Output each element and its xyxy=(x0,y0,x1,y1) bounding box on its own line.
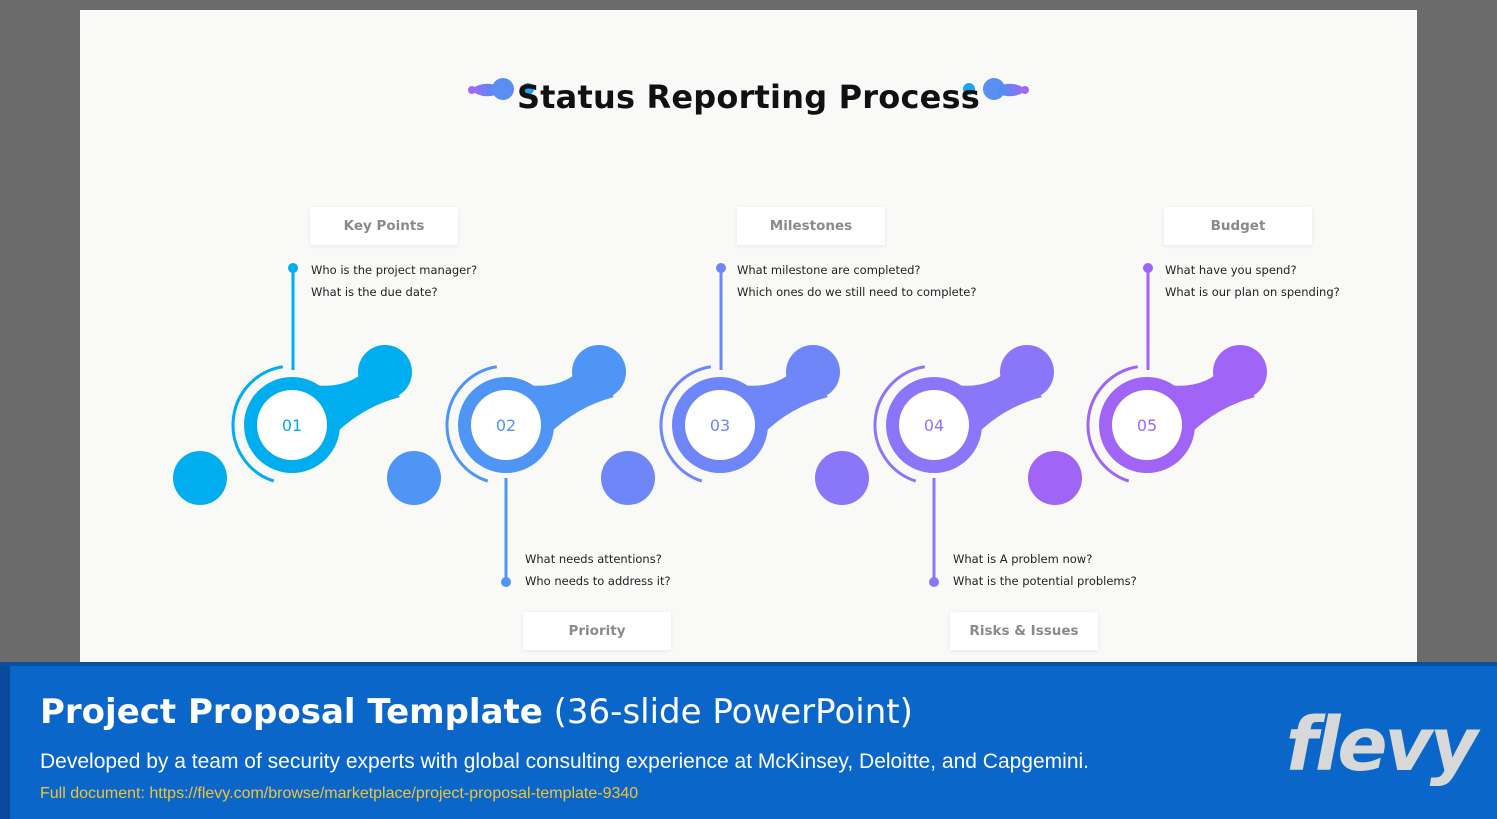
label-budget: Budget xyxy=(1164,207,1312,245)
top-right-bubble xyxy=(1213,345,1267,399)
top-right-bubble xyxy=(358,345,412,399)
label-milestones: Milestones xyxy=(737,207,885,245)
outer-arc xyxy=(445,365,498,483)
inner-circle xyxy=(471,390,541,460)
footer-description: Developed by a team of security experts … xyxy=(40,750,1089,773)
top-right-bubble xyxy=(572,345,626,399)
bottom-left-bubble xyxy=(1028,451,1082,505)
connector-dot xyxy=(716,263,726,273)
questions-milestones: What milestone are completed?Which ones … xyxy=(737,263,977,299)
slide-title: Status Reporting Process xyxy=(516,78,981,116)
step-node-03 xyxy=(601,263,840,505)
footer-document-link[interactable]: Full document: https://flevy.com/browse/… xyxy=(40,785,639,802)
questions-key-points: Who is the project manager?What is the d… xyxy=(311,263,478,299)
inner-circle xyxy=(899,390,969,460)
questions-priority: What needs attentions?Who needs to addre… xyxy=(525,552,671,588)
footer-edge xyxy=(0,666,10,819)
step-number-03: 03 xyxy=(709,416,731,435)
step-node-01 xyxy=(173,263,412,505)
connector-dot xyxy=(501,577,511,587)
questions-budget: What have you spend?What is our plan on … xyxy=(1165,263,1340,299)
top-right-bubble xyxy=(1000,345,1054,399)
bottom-left-bubble xyxy=(601,451,655,505)
step-number-05: 05 xyxy=(1136,416,1158,435)
footer-banner: Project Proposal Template (36-slide Powe… xyxy=(0,662,1497,819)
step-node-02 xyxy=(387,345,626,587)
step-node-05 xyxy=(1028,263,1267,505)
label-key-points: Key Points xyxy=(310,207,458,245)
title-ornament-left xyxy=(468,78,534,100)
footer-title-bold: Project Proposal Template xyxy=(40,692,543,732)
bottom-left-bubble xyxy=(173,451,227,505)
inner-circle xyxy=(257,390,327,460)
step-number-01: 01 xyxy=(281,416,303,435)
outer-arc xyxy=(659,365,712,483)
outer-arc xyxy=(1086,365,1139,483)
connector-dot xyxy=(1143,263,1153,273)
connector-dot xyxy=(288,263,298,273)
step-number-04: 04 xyxy=(923,416,945,435)
inner-circle xyxy=(1112,390,1182,460)
connector-dot xyxy=(929,577,939,587)
bottom-left-bubble xyxy=(387,451,441,505)
slide: Status Reporting Process Key Points Prio… xyxy=(80,10,1417,670)
step-node-04 xyxy=(815,345,1054,587)
step-number-02: 02 xyxy=(495,416,517,435)
bottom-left-bubble xyxy=(815,451,869,505)
outer-arc xyxy=(231,365,284,483)
label-risks-issues: Risks & Issues xyxy=(950,612,1098,650)
footer-title-light: (36-slide PowerPoint) xyxy=(553,692,913,732)
outer-arc xyxy=(873,365,926,483)
inner-circle xyxy=(685,390,755,460)
title-ornament-right xyxy=(963,78,1029,100)
questions-risks-issues: What is A problem now?What is the potent… xyxy=(953,552,1137,588)
top-right-bubble xyxy=(786,345,840,399)
label-priority: Priority xyxy=(523,612,671,650)
process-diagram xyxy=(173,78,1267,587)
flevy-logo: flevy xyxy=(1285,702,1478,788)
footer-title: Project Proposal Template (36-slide Powe… xyxy=(40,692,913,732)
